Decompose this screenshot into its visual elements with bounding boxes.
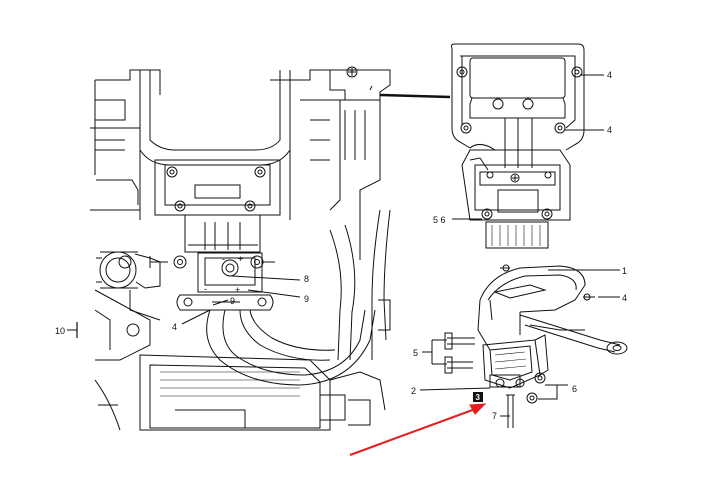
detail-connector-line xyxy=(379,93,451,99)
callout-4-inset-mid: 4 xyxy=(607,125,612,135)
callout-7: 7 xyxy=(492,411,497,421)
callout-9-clamp: 9 xyxy=(230,296,235,306)
leader-5 xyxy=(422,339,447,365)
plus-label-clamp: + xyxy=(235,285,240,295)
exploded-parts-view xyxy=(444,264,628,428)
callout-3: 3 xyxy=(476,393,481,402)
callout-4-left: 4 xyxy=(172,322,177,332)
minus-label: - xyxy=(222,254,225,264)
leader-9b xyxy=(212,299,229,306)
callout-4-exploded: 4 xyxy=(622,293,627,303)
callout-1: 1 xyxy=(622,266,627,276)
leader-8 xyxy=(231,275,301,281)
leader-2 xyxy=(419,387,491,391)
plus-label: + xyxy=(238,254,243,264)
callout-2: 2 xyxy=(411,386,416,396)
leader-6 xyxy=(538,384,568,400)
callout-6: 6 xyxy=(572,384,577,394)
callout-4-inset-top: 4 xyxy=(607,70,612,80)
mounted-detail-view xyxy=(450,43,585,249)
callout-badge-3 xyxy=(473,392,483,402)
callout-8: 8 xyxy=(304,274,309,284)
minus-label-clamp: - xyxy=(204,284,207,294)
callout-5-6: 5 6 xyxy=(433,215,446,225)
callout-9: 9 xyxy=(304,294,309,304)
callout-5: 5 xyxy=(413,348,418,358)
leader-9a xyxy=(247,289,301,298)
callout-10: 10 xyxy=(55,326,65,336)
red-arrow-icon xyxy=(349,403,487,456)
leader-4a xyxy=(181,309,211,325)
engine-bay-view xyxy=(90,66,391,431)
